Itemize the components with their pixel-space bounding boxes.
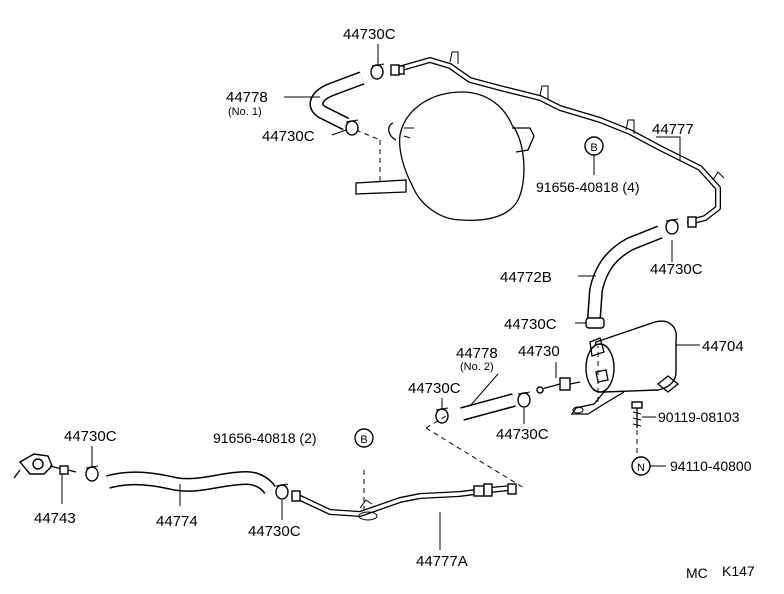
clamp-far-left	[85, 465, 99, 482]
label-valve: 44730	[518, 343, 560, 360]
label-bolt-upper: 91656-40818 (4)	[536, 179, 640, 195]
label-hose-no2: 44778	[456, 345, 498, 362]
code-b-lower: B	[360, 434, 367, 446]
label-clamp-right: 44730C	[650, 261, 703, 278]
hose-44772b	[587, 225, 663, 319]
label-pipe-44777a: 44777A	[416, 553, 468, 570]
label-hose-44772b: 44772B	[500, 269, 552, 286]
clamp-center-right	[517, 391, 531, 408]
label-hose-no2-sub: (No. 2)	[460, 361, 494, 373]
label-clamp-center-left: 44730C	[408, 380, 461, 397]
label-clamp-far-left: 44730C	[64, 428, 117, 445]
pipe-44777a	[291, 483, 517, 521]
label-hose-no1-sub: (No. 1)	[228, 106, 262, 118]
valve-44730	[536, 377, 581, 394]
label-union: 44743	[34, 510, 76, 527]
label-clamp-center-right: 44730C	[496, 426, 549, 443]
union-44743	[13, 453, 77, 479]
label-clamp-lower-mid: 44730C	[248, 523, 301, 540]
label-clamp-top: 44730C	[343, 26, 396, 43]
brake-booster	[355, 91, 535, 221]
dash-center-a	[425, 427, 525, 489]
label-bolt-right: 90119-08103	[658, 409, 740, 425]
dash-center-b	[425, 415, 447, 429]
label-canister: 44704	[702, 338, 744, 355]
canister-44704	[570, 320, 680, 415]
pipe-44777	[390, 51, 725, 228]
clamp-lower-mid	[275, 483, 289, 500]
footer-code: K147	[722, 563, 755, 579]
code-b-lower-badge: B	[354, 428, 374, 448]
code-n-badge: N	[631, 456, 651, 476]
hose-44774	[106, 471, 276, 495]
clamp-mid-left	[345, 119, 359, 136]
label-bolt-lower: 91656-40818 (2)	[213, 430, 317, 446]
code-n: N	[637, 462, 645, 474]
label-hose-no1: 44778	[226, 89, 268, 106]
clamp-canister	[585, 317, 605, 329]
hose-44778-no2	[460, 393, 516, 421]
clamp-right	[665, 218, 679, 235]
code-b-upper-badge: B	[584, 136, 604, 156]
label-hose-44774: 44774	[156, 513, 198, 530]
hose-44778-no1	[309, 71, 365, 131]
bolt-90119	[631, 401, 643, 460]
leader-lines	[61, 44, 700, 550]
label-nut-right: 94110-40800	[670, 458, 752, 474]
code-b-upper: B	[590, 142, 597, 154]
label-clamp-canister: 44730C	[504, 316, 557, 333]
clamp-top	[370, 63, 385, 80]
label-pipe-44777: 44777	[652, 121, 694, 138]
label-clamp-mid-left: 44730C	[262, 128, 315, 145]
footer-mc: MC	[686, 565, 708, 581]
